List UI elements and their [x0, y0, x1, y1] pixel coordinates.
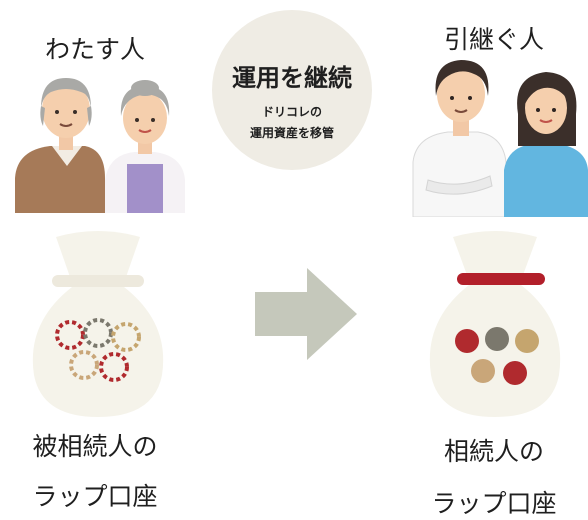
coin-gray — [485, 327, 509, 351]
giver-label: わたす人 — [44, 35, 145, 64]
left-account-label-line1: 被相続人の — [32, 432, 158, 461]
coin-outline-gold — [111, 322, 141, 352]
left-bag-body — [32, 287, 164, 417]
right-bag-body — [429, 285, 561, 417]
coin-red — [503, 361, 527, 385]
right-bag-ribbon — [457, 273, 545, 285]
transfer-arrow-icon — [255, 268, 357, 360]
coin-tan — [471, 359, 495, 383]
badge-title: 運用を継続 — [232, 64, 352, 92]
right-bag-top — [453, 231, 537, 275]
left-money-bag — [32, 231, 164, 417]
young-man-figure — [412, 60, 507, 217]
transfer-badge — [212, 10, 372, 170]
coin-outline-tan — [69, 350, 99, 380]
right-account-label-line1: 相続人の — [443, 437, 544, 466]
badge-subtitle-line2: 運用資産を移管 — [249, 126, 334, 140]
badge-subtitle-line1: ドリコレの — [261, 105, 322, 119]
young-woman-figure — [504, 72, 588, 217]
elderly-woman-figure — [105, 80, 185, 213]
right-money-bag — [429, 231, 561, 417]
coin-outline-red — [99, 352, 129, 382]
receiver-label: 引継ぐ人 — [443, 25, 544, 54]
coin-outline-gray — [83, 318, 113, 348]
young-couple-illustration — [412, 60, 588, 217]
coin-outline-red — [55, 320, 85, 350]
elderly-couple-illustration — [15, 78, 185, 213]
elderly-man-figure — [15, 78, 105, 213]
right-account-label-line2: ラップ口座 — [431, 489, 557, 518]
left-bag-top — [56, 231, 140, 277]
left-bag-ribbon — [52, 275, 144, 287]
coin-red — [455, 329, 479, 353]
coin-gold — [515, 329, 539, 353]
left-account-label-line2: ラップ口座 — [32, 482, 158, 511]
